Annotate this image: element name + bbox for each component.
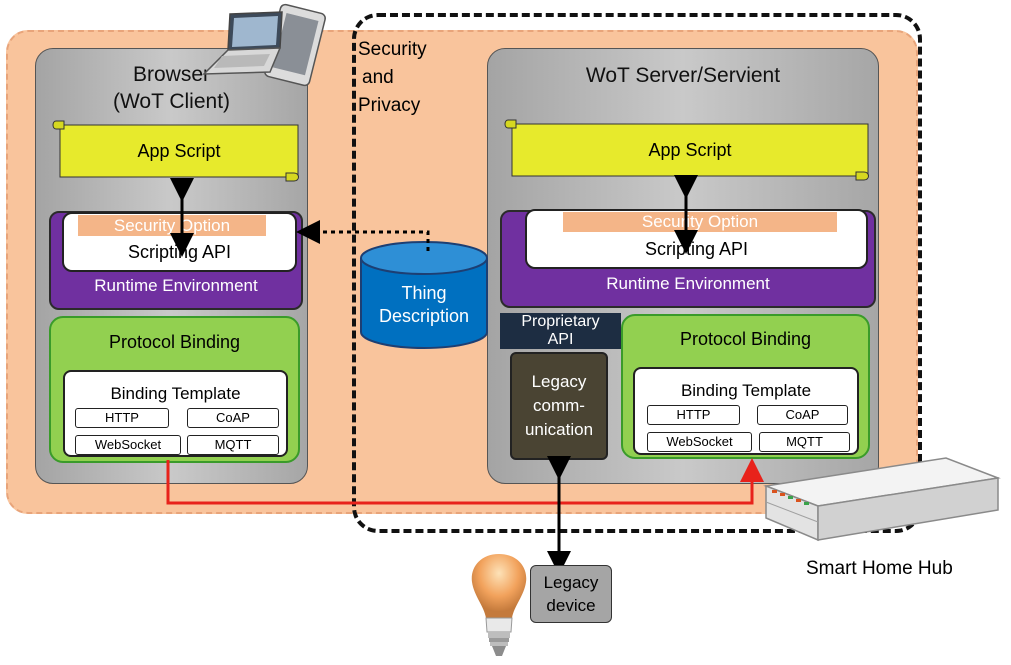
runtime-environment-label-server: Runtime Environment <box>606 274 770 294</box>
proprietary-api-line1: Proprietary <box>521 313 600 330</box>
security-label-line2: and <box>362 67 394 88</box>
legacy-device-line2: device <box>546 596 596 615</box>
protocol-binding-label-client: Protocol Binding <box>108 331 241 352</box>
thing-description-line1: Thing <box>401 283 447 303</box>
security-label-line1: Security <box>358 39 427 60</box>
protocol-coap-server: CoAP <box>757 405 848 425</box>
security-privacy-zone <box>352 13 922 533</box>
protocol-http-server: HTTP <box>647 405 740 425</box>
td-dotted-arrow <box>296 220 430 251</box>
legacy-device-box: Legacy device <box>530 565 612 623</box>
legacy-device-line1: Legacy <box>543 573 599 592</box>
proprietary-api-label: Proprietary API <box>500 313 621 349</box>
protocol-http-client: HTTP <box>75 408 169 428</box>
thing-description-line2: Description <box>378 306 470 326</box>
wot-servient-title: WoT Server/Servient <box>585 63 781 87</box>
protocol-websocket-server: WebSocket <box>647 432 752 452</box>
app-script-label-client: App Script <box>137 140 221 161</box>
security-privacy-label: Security and Privacy <box>358 36 438 120</box>
binding-template-label-server: Binding Template <box>680 381 812 401</box>
protocol-link-arrow <box>166 458 764 505</box>
protocol-websocket-client: WebSocket <box>75 435 181 455</box>
laptop-icon <box>202 11 283 75</box>
protocol-coap-client: CoAP <box>187 408 279 428</box>
browser-title: Browser (WoT Client) <box>35 61 308 115</box>
legacy-communication-box: Legacy comm- unication <box>510 352 608 460</box>
browser-title-line2: (WoT Client) <box>112 90 231 113</box>
binding-template-label-client: Binding Template <box>110 384 241 404</box>
protocol-mqtt-client: MQTT <box>187 435 279 455</box>
legacy-comm-line2: comm- <box>533 396 585 415</box>
proprietary-api-line2: API <box>547 331 574 348</box>
app-script-scroll-server <box>504 119 869 181</box>
legacy-comm-line3: unication <box>524 420 594 439</box>
thing-description-database <box>360 241 488 349</box>
security-option-server: Security Option <box>563 212 837 232</box>
legacy-comm-line1: Legacy <box>531 372 587 391</box>
thing-description-label: Thing Description <box>360 280 488 330</box>
smart-home-hub-label: Smart Home Hub <box>806 558 953 579</box>
browser-title-line1: Browser <box>132 63 211 86</box>
app-script-scroll-client <box>52 120 299 182</box>
light-bulb-icon <box>471 554 527 656</box>
protocol-binding-label-server: Protocol Binding <box>679 328 812 349</box>
runtime-environment-label-client: Runtime Environment <box>94 276 258 296</box>
laptop-tablet-icon <box>202 3 326 87</box>
smart-home-hub-icon <box>763 457 1001 542</box>
security-label-line3: Privacy <box>358 95 421 116</box>
protocol-mqtt-server: MQTT <box>759 432 850 452</box>
app-script-label-server: App Script <box>648 139 732 160</box>
